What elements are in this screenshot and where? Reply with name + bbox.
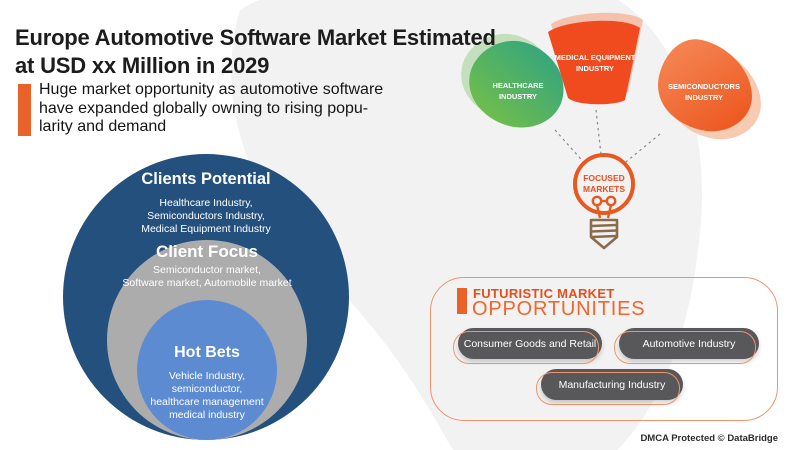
opportunities-heading-line2: OPPORTUNITIES <box>472 298 646 320</box>
client-focus-items: Semiconductor market, Software market, A… <box>57 264 357 290</box>
semiconductors-petal: SEMICONDUCTORS INDUSTRY <box>658 39 761 140</box>
hot-bets-item: Vehicle Industry, <box>168 370 246 382</box>
page-title: Europe Automotive Software Market Estima… <box>15 24 496 80</box>
medical-equipment-petal-label: INDUSTRY <box>576 64 614 73</box>
title-line-2: at USD xx Million in 2029 <box>15 53 270 78</box>
hot-bets-circle <box>137 300 277 440</box>
opportunities-heading-line1: FUTURISTIC MARKET <box>473 286 615 301</box>
clients-potential-item: Medical Equipment Industry <box>141 223 271 235</box>
medical-equipment-petal: MEDICAL EQUIPMENT INDUSTRY <box>548 12 643 105</box>
hot-bets-title: Hot Bets <box>174 344 240 361</box>
title-line-1: Europe Automotive Software Market Estima… <box>15 25 496 50</box>
clients-potential-item: Healthcare Industry, <box>159 197 253 209</box>
hot-bets-item: medical industry <box>169 409 245 421</box>
opportunity-pill-consumer-goods: Consumer Goods and Retail <box>453 328 602 364</box>
opportunity-pill-manufacturing: Manufacturing Industry <box>536 369 683 405</box>
bulb-label: FOCUSED <box>583 173 625 183</box>
bulb-label: MARKETS <box>583 184 625 194</box>
focused-markets-diagram: HEALTHCARE INDUSTRY MEDICAL EQUIPMENT IN… <box>461 12 761 250</box>
client-focus-title: Client Focus <box>155 242 258 261</box>
bulb-filament <box>591 195 617 219</box>
subtitle-line-3: larity and demand <box>39 118 167 135</box>
hot-bets-items: Vehicle Industry, semiconductor, healthc… <box>127 370 287 422</box>
bulb-base <box>589 218 619 250</box>
dmca-copyright: DMCA Protected © DataBridge <box>640 433 778 444</box>
clients-potential-title: Clients Potential <box>141 170 271 188</box>
client-focus-item: Software market, Automobile market <box>122 277 292 289</box>
subtitle: Huge market opportunity as automotive so… <box>39 81 383 137</box>
hot-bets-item: healthcare management <box>150 396 264 408</box>
semiconductors-petal-label: INDUSTRY <box>685 93 723 102</box>
clients-potential-items: Healthcare Industry, Semiconductors Indu… <box>63 197 349 236</box>
futuristic-opportunities-panel: FUTURISTIC MARKET OPPORTUNITIES Consumer… <box>430 277 778 421</box>
hot-bets-item: semiconductor, <box>171 383 243 395</box>
healthcare-petal-label: HEALTHCARE <box>492 81 543 90</box>
client-focus-item: Semiconductor market, <box>153 264 261 276</box>
healthcare-petal: HEALTHCARE INDUSTRY <box>461 33 564 128</box>
subtitle-line-2: have expanded globally owning to rising … <box>39 99 369 117</box>
healthcare-petal-label: INDUSTRY <box>499 92 537 101</box>
panel-accent-bar <box>457 288 467 314</box>
opportunity-pill-automotive: Automotive Industry <box>614 328 759 364</box>
medical-equipment-petal-label: MEDICAL EQUIPMENT <box>555 53 636 62</box>
lightbulb-icon: FOCUSED MARKETS <box>573 153 635 250</box>
subtitle-accent-bar <box>18 84 31 136</box>
semiconductors-petal-label: SEMICONDUCTORS <box>668 82 740 91</box>
subtitle-line-1: Huge market opportunity as automotive so… <box>39 81 384 98</box>
clients-potential-item: Semiconductors Industry, <box>147 210 265 222</box>
